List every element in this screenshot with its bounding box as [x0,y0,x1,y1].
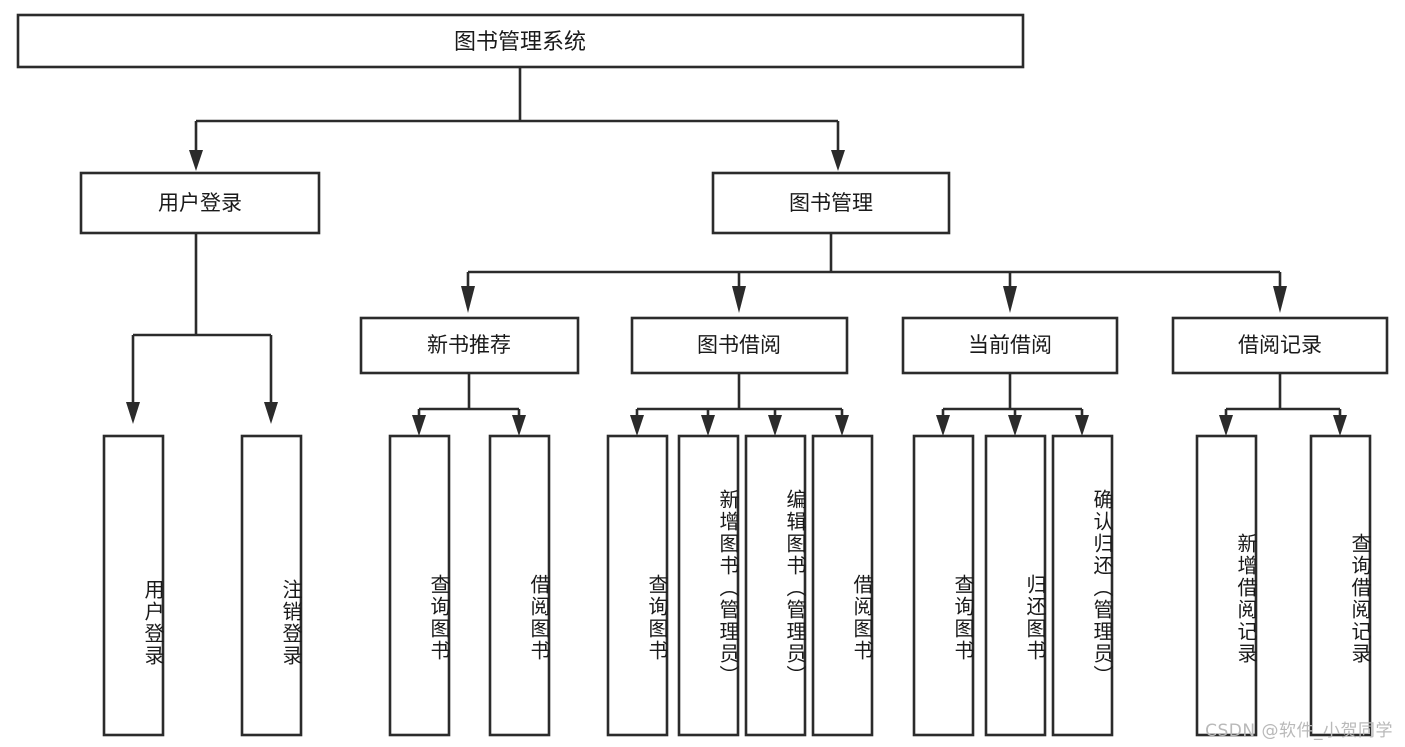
node-new-book-recommend[interactable]: 新书推荐 [359,316,580,375]
leaf-node-query-borrow-record[interactable] [1309,434,1372,737]
node-book-management-label: 图书管理 [789,191,873,215]
leaf-node-user-login[interactable] [102,434,165,737]
node-book-borrow-label: 图书借阅 [697,333,781,357]
leaf-node-add-book-admin[interactable] [677,434,740,737]
node-borrow-records-label: 借阅记录 [1238,333,1322,357]
connector-borrow-to-leaves [630,373,849,436]
node-user-login[interactable]: 用户登录 [79,171,321,235]
node-user-login-label: 用户登录 [158,191,242,215]
node-new-book-recommend-label: 新书推荐 [427,333,511,357]
node-root[interactable]: 图书管理系统 [16,13,1025,69]
node-borrow-records[interactable]: 借阅记录 [1171,316,1389,375]
connector-user-login-to-leaves [126,233,278,424]
node-current-borrow[interactable]: 当前借阅 [901,316,1119,375]
leaf-node-add-borrow-record[interactable] [1195,434,1258,737]
leaf-node-return-book[interactable] [984,434,1047,737]
leaf-node-borrow-book-newbook[interactable] [488,434,551,737]
leaf-node-query-book-current[interactable] [912,434,975,737]
node-current-borrow-label: 当前借阅 [968,333,1052,357]
connector-book-manage-to-level3 [461,233,1287,313]
connector-records-to-leaves [1219,373,1347,436]
node-book-borrow[interactable]: 图书借阅 [630,316,849,375]
leaf-node-borrow-book[interactable] [811,434,874,737]
node-book-management[interactable]: 图书管理 [711,171,951,235]
leaf-node-confirm-return-admin[interactable] [1051,434,1114,737]
arrow-to-user-login [189,150,203,171]
leaf-node-edit-book-admin[interactable] [744,434,807,737]
csdn-watermark: CSDN @软件_小贺同学 [1205,721,1393,741]
connector-new-book-to-leaves [412,373,526,436]
leaf-node-query-book-borrow[interactable] [606,434,669,737]
connector-root-to-level2 [189,67,845,171]
connector-current-to-leaves [936,373,1089,436]
node-root-label: 图书管理系统 [454,30,586,55]
arrow-to-book-manage [831,150,845,171]
leaf-node-logout[interactable] [240,434,303,737]
leaf-node-query-book-newbook[interactable] [388,434,451,737]
